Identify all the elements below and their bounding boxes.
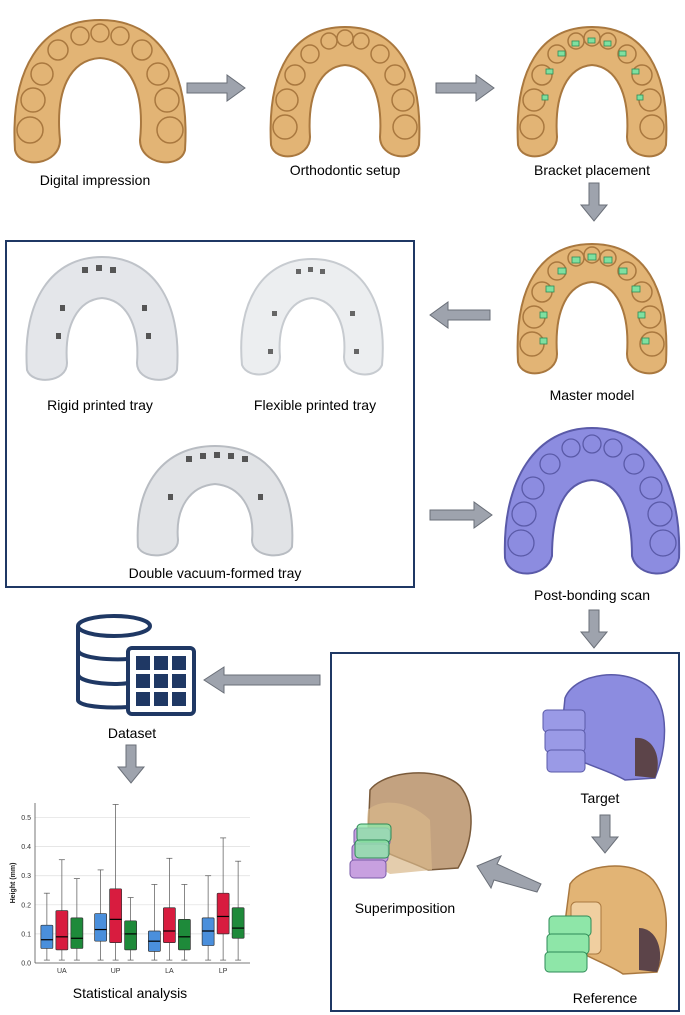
box xyxy=(163,907,176,943)
label-post-bonding-scan: Post-bonding scan xyxy=(534,587,650,603)
box xyxy=(109,888,122,943)
box xyxy=(55,910,69,951)
label-flexible-printed-tray: Flexible printed tray xyxy=(253,397,377,413)
superimposition-image xyxy=(349,772,472,879)
arrow-right-icon xyxy=(429,501,493,529)
y-tick-label: 0.4 xyxy=(21,844,31,851)
label-target: Target xyxy=(580,790,620,806)
double-vacuum-formed-tray-image xyxy=(136,444,294,557)
arrow-down-icon xyxy=(579,182,609,222)
box xyxy=(216,892,230,935)
label-digital-impression: Digital impression xyxy=(39,172,151,188)
x-tick-label: UP xyxy=(111,968,121,975)
label-statistical-analysis: Statistical analysis xyxy=(72,985,188,1001)
box xyxy=(94,913,107,942)
box xyxy=(124,920,137,951)
reference-image xyxy=(544,865,667,975)
y-axis-label: Height (mm) xyxy=(10,863,17,904)
x-tick-label: LP xyxy=(219,968,228,975)
box xyxy=(231,907,245,939)
bracket-placement-model xyxy=(516,25,668,158)
y-tick-label: 0.3 xyxy=(21,873,31,880)
box xyxy=(178,919,191,951)
y-tick-label: 0.5 xyxy=(21,815,31,822)
x-tick-label: LA xyxy=(165,968,174,975)
database-icon xyxy=(76,614,196,716)
superimposition-panel xyxy=(330,652,680,1012)
box xyxy=(70,917,84,949)
master-model-image xyxy=(516,242,668,375)
arrow-down-icon xyxy=(590,814,620,854)
label-bracket-placement: Bracket placement xyxy=(534,162,650,178)
y-tick-label: 0.2 xyxy=(21,902,31,909)
rigid-printed-tray-image xyxy=(25,255,179,381)
box xyxy=(40,924,54,949)
label-master-model: Master model xyxy=(549,387,635,403)
post-bonding-scan-image xyxy=(503,426,681,575)
x-tick-label: UA xyxy=(57,968,67,975)
arrow-left-icon xyxy=(429,301,491,329)
y-tick-label: 0.1 xyxy=(21,931,31,938)
trays-panel xyxy=(5,240,415,588)
orthodontic-setup-model xyxy=(269,25,421,158)
target-image xyxy=(542,674,666,781)
arrow-down-icon xyxy=(579,609,609,649)
label-double-vacuum-formed-tray: Double vacuum-formed tray xyxy=(128,565,302,581)
arrow-left-icon xyxy=(203,666,321,694)
label-dataset: Dataset xyxy=(107,725,157,741)
digital-impression-model xyxy=(13,18,187,164)
label-reference: Reference xyxy=(572,990,638,1006)
label-rigid-printed-tray: Rigid printed tray xyxy=(47,397,153,413)
y-tick-label: 0.0 xyxy=(21,961,31,968)
arrow-right-icon xyxy=(186,74,246,102)
arrow-down-icon xyxy=(116,744,146,784)
label-orthodontic-setup: Orthodontic setup xyxy=(289,162,401,178)
arrow-diagonal-icon xyxy=(476,855,542,893)
arrow-right-icon xyxy=(435,74,495,102)
box xyxy=(201,917,215,946)
flexible-printed-tray-image xyxy=(240,257,384,376)
label-superimposition: Superimposition xyxy=(354,900,456,916)
